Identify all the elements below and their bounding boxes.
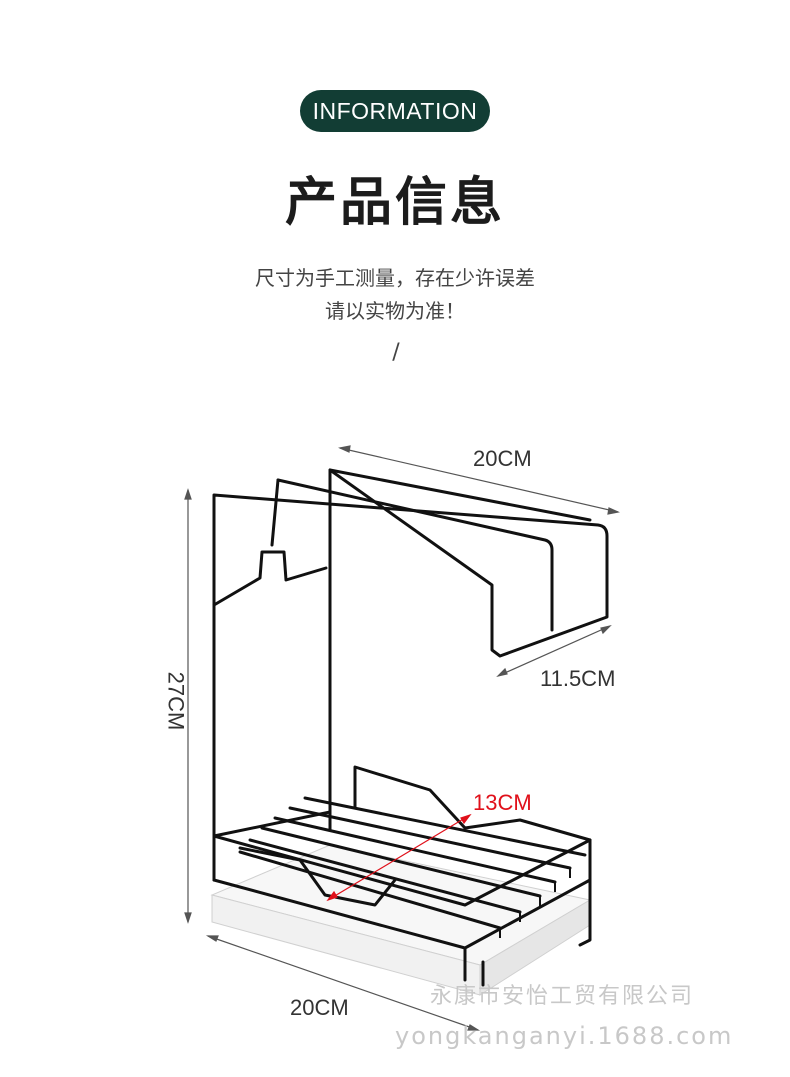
inner-length-label: 13CM — [473, 790, 532, 815]
separator-slash: / — [392, 340, 400, 365]
slat-ends — [499, 868, 571, 938]
depth-dimension-line — [497, 625, 611, 677]
watermark-url: yongkanganyi.1688.com — [395, 1022, 734, 1050]
information-badge: INFORMATION — [300, 90, 490, 132]
wire-rack — [212, 468, 609, 987]
disclaimer-line-1: 尺寸为手工测量，存在少许误差 — [255, 266, 535, 290]
bottom-width-label: 20CM — [290, 995, 349, 1020]
dimension-lines — [184, 445, 620, 1031]
watermark-company: 永康市安怡工贸有限公司 — [430, 984, 695, 1009]
height-label: 27CM — [163, 671, 189, 731]
disclaimer-line-2: 请以实物为准！ — [325, 299, 465, 323]
top-width-dimension-line — [339, 447, 619, 513]
bottom-width-dimension-line — [207, 935, 479, 1031]
top-width-label: 20CM — [473, 446, 532, 471]
page-title: 产品信息 — [284, 173, 505, 233]
inner-length-dimension-line — [326, 813, 472, 902]
depth-label: 11.5CM — [540, 666, 616, 691]
drip-tray — [210, 844, 592, 996]
